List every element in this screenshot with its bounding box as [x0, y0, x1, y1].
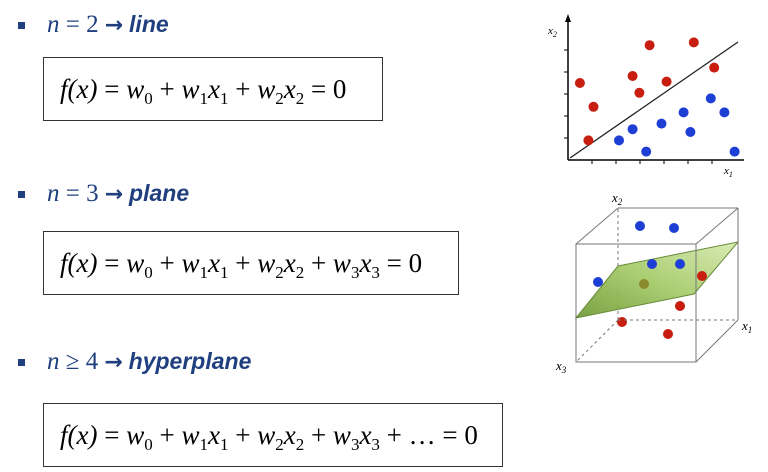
red-point [644, 40, 655, 51]
relation: ≥ 4 [65, 348, 99, 375]
x3-axis-label: x3 [555, 358, 567, 375]
decision-boundary-line [569, 41, 739, 159]
red-point [697, 271, 707, 281]
plane-diagram-3d: x2 x1 x3 [555, 190, 752, 375]
blue-point [675, 259, 685, 269]
cube-edges [575, 207, 739, 363]
blue-point [705, 93, 716, 104]
blue-point [656, 118, 667, 129]
red-point [588, 101, 599, 112]
scatter-plot-2d: x2 x1 [547, 14, 744, 178]
formula: f(x) = w0 + w1x1 + w2x2 + w3x3 + … = 0 [60, 419, 478, 454]
bullet-marker [18, 358, 25, 366]
case-row-3: n ≥ 4 → hyperplane [18, 347, 251, 377]
bullet-marker [18, 21, 25, 29]
condition-line: n ≥ 4 → hyperplane [47, 348, 251, 376]
red-point [688, 37, 699, 48]
formula-box-plane: f(x) = w0 + w1x1 + w2x2 + w3x3 = 0 [43, 231, 459, 295]
blue-point [719, 107, 730, 118]
red-point [634, 87, 645, 98]
blue-point [641, 146, 652, 157]
case-word: hyperplane [128, 348, 252, 374]
blue-point [729, 146, 740, 157]
arrow-right-icon: → [104, 350, 123, 375]
x2-axis-label: x2 [611, 190, 623, 207]
red-point [627, 71, 638, 81]
formula: f(x) = w0 + w1x1 + w2x2 + w3x3 = 0 [60, 247, 423, 282]
function-symbol: f(x) [60, 73, 98, 104]
data-points [574, 37, 740, 157]
blue-point [647, 259, 657, 269]
red-point [639, 279, 649, 289]
formula: f(x) = w0 + w1x1 + w2x2 = 0 [60, 73, 347, 108]
x-axis-label: x1 [723, 165, 733, 178]
blue-point [627, 124, 638, 135]
var-n: n [47, 11, 60, 38]
case-row-2: n = 3 → plane [18, 179, 189, 209]
axis-ticks [564, 49, 713, 164]
var-n: n [47, 348, 60, 375]
blue-point [685, 127, 696, 137]
x1-axis-label: x1 [741, 318, 752, 335]
red-point [583, 135, 594, 146]
relation: = 2 [65, 11, 99, 38]
formula-box-hyperplane: f(x) = w0 + w1x1 + w2x2 + w3x3 + … = 0 [43, 403, 503, 467]
bullet-marker [18, 190, 25, 198]
red-point [663, 329, 673, 339]
blue-point [593, 277, 603, 287]
y-axis-arrowhead-icon [565, 14, 571, 22]
function-symbol: f(x) [60, 419, 98, 450]
case-word: plane [129, 180, 190, 206]
y-axis-label: x2 [547, 25, 557, 39]
red-point [574, 78, 585, 88]
red-point [661, 76, 672, 87]
condition-line: n = 3 → plane [47, 180, 189, 208]
blue-point [669, 223, 679, 233]
red-point [675, 301, 685, 311]
function-symbol: f(x) [60, 247, 98, 278]
condition-line: n = 2 → line [47, 11, 169, 39]
blue-point [614, 135, 624, 146]
case-word: line [129, 11, 169, 37]
blue-point [678, 107, 689, 118]
red-point [709, 62, 720, 73]
formula-box-line: f(x) = w0 + w1x1 + w2x2 = 0 [43, 57, 383, 121]
case-row-1: n = 2 → line [18, 10, 169, 40]
arrow-right-icon: → [104, 13, 124, 38]
arrow-right-icon: → [104, 182, 124, 207]
var-n: n [47, 180, 60, 207]
blue-point [635, 221, 645, 231]
relation: = 3 [65, 180, 99, 207]
